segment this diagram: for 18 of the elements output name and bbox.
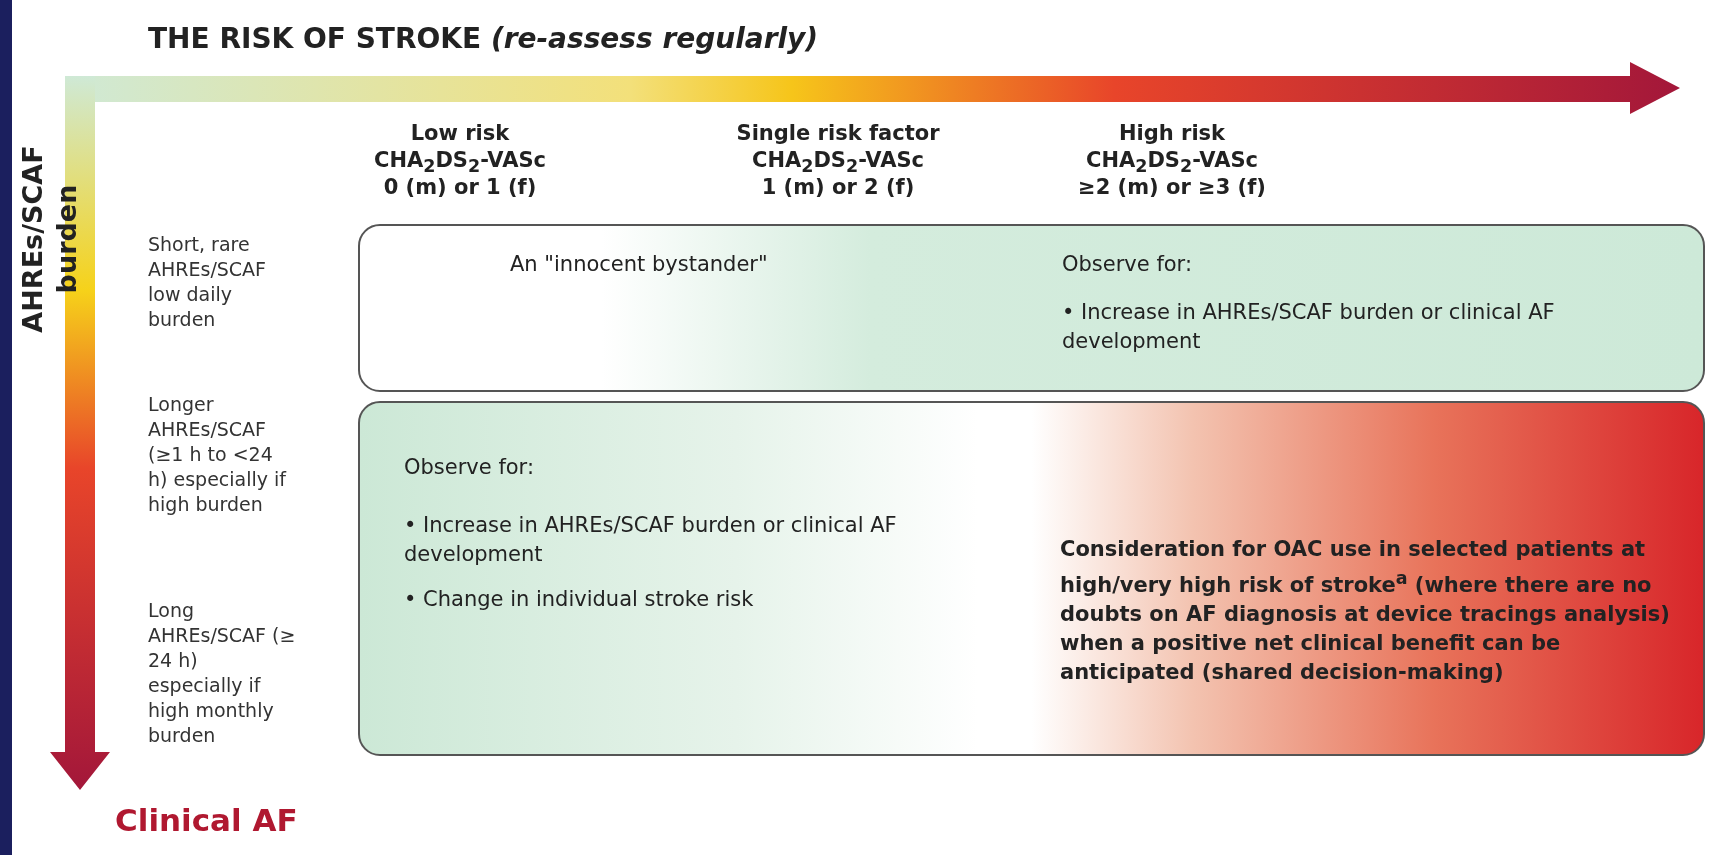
box-heading: Observe for: — [1062, 251, 1193, 278]
column-heading: Single risk factor — [735, 120, 941, 147]
bullet-text: • Increase in AHREs/SCAF burden or clinical AF development — [404, 512, 898, 568]
axis-label: Clinical AF — [115, 801, 298, 840]
bullet-text: • Increase in AHREs/SCAF burden or clinical AF development — [1062, 299, 1556, 355]
rounded-panel — [358, 401, 1705, 756]
box-text: An "innocent bystander" — [510, 251, 769, 278]
column-heading: Low risk — [409, 120, 511, 147]
bullet-text: • Change in individual stroke risk — [404, 586, 755, 613]
rounded-panel — [358, 224, 1705, 392]
title: THE RISK OF STROKE (re-assess regularly) — [148, 22, 819, 55]
row-label: Longer AHREs/SCAF (≥1 h to <24 h) especially if high burden — [148, 392, 288, 517]
row-label: Short, rare AHREs/SCAF low daily burden — [148, 232, 268, 332]
row-label: Long AHREs/SCAF (≥ 24 h) especially if high monthly burden — [148, 598, 297, 748]
box-text: Consideration for OAC use in selected patients at high/very high risk of stroke$^{a}$ (where there are no doubts on AF diagnosis at device tracings analysis) when a positive net clinical benefit can be anticipated (shared decision-making) — [1060, 536, 1671, 686]
axis-label: AHREs/SCAF burden — [16, 144, 83, 335]
column-heading: High risk — [1117, 120, 1227, 147]
box-heading: Observe for: — [404, 454, 535, 481]
